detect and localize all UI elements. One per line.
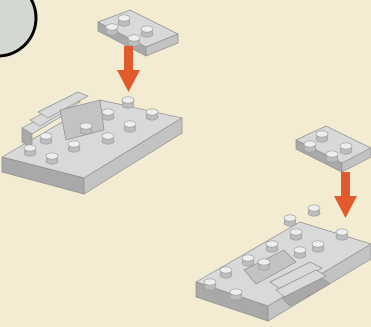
step-number-badge bbox=[0, 0, 38, 58]
down-arrow-upper bbox=[117, 46, 140, 92]
upper-left-assembly bbox=[1, 9, 183, 195]
plate-2x2-lower bbox=[295, 125, 371, 173]
hinge-plate-assembly-lower bbox=[195, 204, 371, 322]
lower-right-assembly bbox=[195, 125, 371, 322]
plate-2x2-upper bbox=[97, 9, 179, 57]
down-arrow-lower bbox=[334, 172, 357, 218]
hinge-plate-assembly-upper bbox=[1, 91, 183, 195]
